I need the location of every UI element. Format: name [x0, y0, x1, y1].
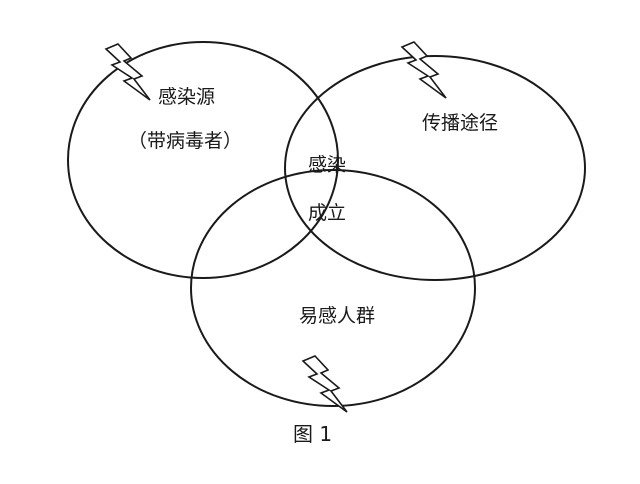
transmission-route-title: 传播途径 [422, 112, 499, 134]
lightning-bolt-icon [400, 41, 447, 99]
infection-source-subtitle: （带病毒者） [128, 130, 243, 152]
lightning-bolt-icon [104, 43, 151, 101]
center-label-line1: 感染 [308, 154, 347, 176]
lightning-bolt-icon [301, 355, 348, 413]
circle-transmission-route [284, 55, 586, 281]
circle-susceptible-population [190, 169, 476, 407]
circle-infection-source [67, 41, 339, 279]
center-label-line2: 成立 [308, 202, 347, 224]
susceptible-population-title: 易感人群 [299, 305, 376, 327]
figure-caption: 图 1 [293, 422, 333, 446]
infection-source-title: 感染源 [158, 86, 216, 108]
